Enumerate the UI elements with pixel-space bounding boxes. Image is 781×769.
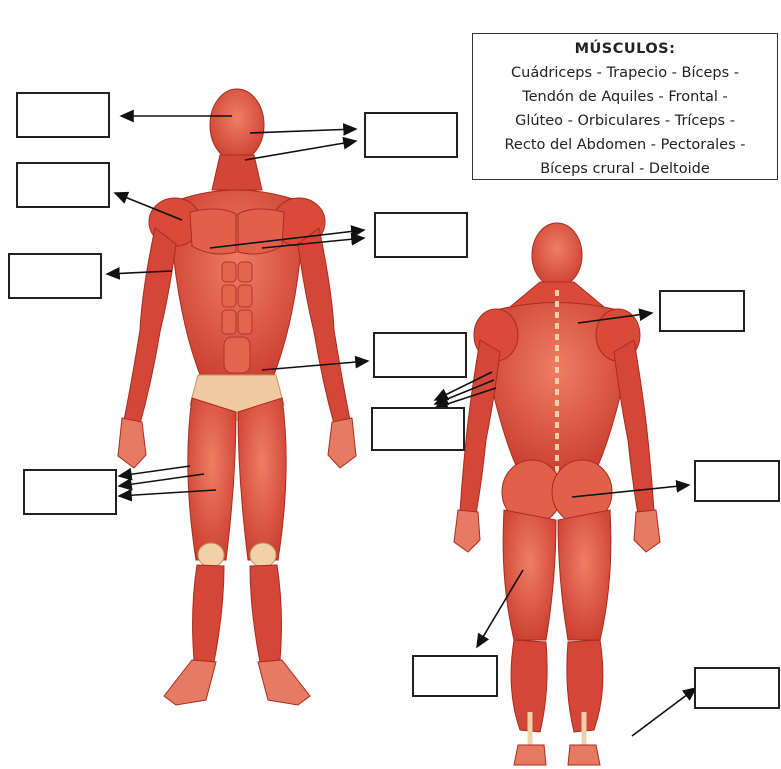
answer-box-aquiles[interactable]	[694, 667, 780, 709]
answer-box-biceps[interactable]	[8, 253, 102, 299]
answer-box-gluteo[interactable]	[694, 460, 780, 502]
answer-box-frontal[interactable]	[16, 92, 110, 138]
arrow-orbicular-eye	[250, 129, 356, 133]
anterior-muscle-figure	[118, 89, 356, 705]
word-bank-title: MÚSCULOS:	[473, 37, 777, 61]
muscle-word-bank: MÚSCULOS: Cuádriceps - Trapecio - Bíceps…	[472, 33, 778, 180]
word-bank-line: Recto del Abdomen - Pectorales -	[473, 133, 777, 157]
word-bank-line: Bíceps crural - Deltoide	[473, 157, 777, 181]
word-bank-line: Tendón de Aquiles - Frontal -	[473, 85, 777, 109]
answer-box-deltoid[interactable]	[16, 162, 110, 208]
answer-box-abdomen[interactable]	[373, 332, 467, 378]
word-bank-line: Glúteo - Orbiculares - Tríceps -	[473, 109, 777, 133]
arrow-quadriceps-1	[119, 466, 190, 476]
answer-box-quadriceps[interactable]	[23, 469, 117, 515]
word-bank-line: Cuádriceps - Trapecio - Bíceps -	[473, 61, 777, 85]
answer-box-pectorales[interactable]	[374, 212, 468, 258]
answer-box-trapecio[interactable]	[659, 290, 745, 332]
answer-box-biceps-crural[interactable]	[412, 655, 498, 697]
arrow-orbicular-mouth	[245, 141, 356, 160]
arrow-achilles	[632, 688, 696, 736]
answer-box-orbiculares[interactable]	[364, 112, 458, 158]
answer-box-triceps[interactable]	[371, 407, 465, 451]
